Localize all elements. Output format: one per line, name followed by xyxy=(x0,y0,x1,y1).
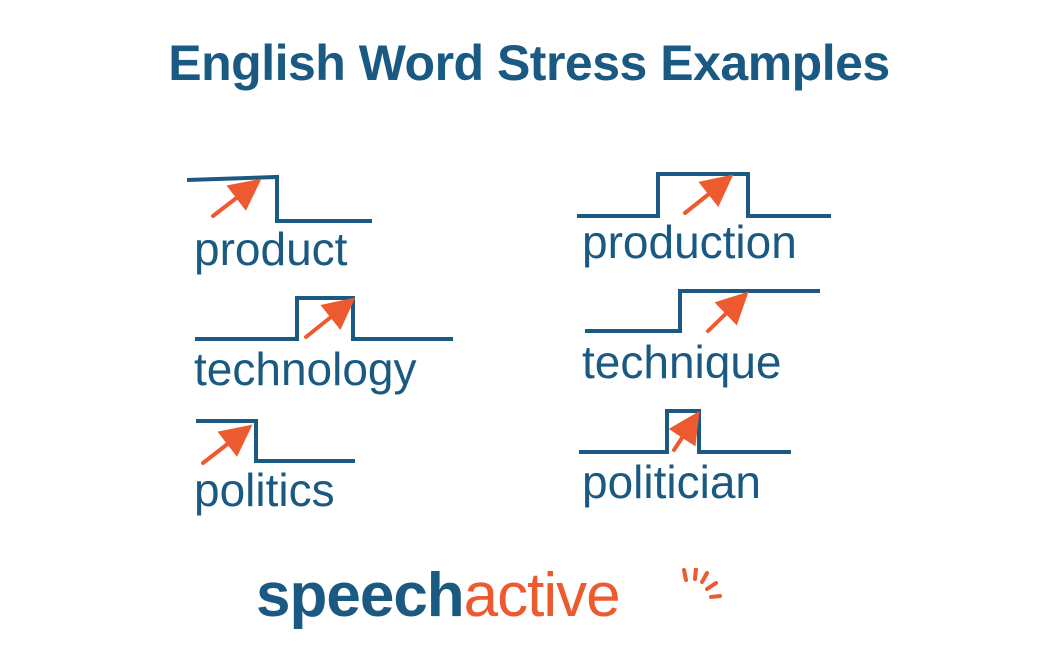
page-title: English Word Stress Examples xyxy=(168,35,890,91)
stress-arrow-icon xyxy=(304,297,356,339)
stress-arrow-icon xyxy=(211,178,262,218)
contour-production xyxy=(577,172,831,218)
word-product: product xyxy=(194,223,348,275)
logo-part-active: active xyxy=(463,561,621,630)
logo-sun-icon xyxy=(682,568,722,599)
stress-arrow-icon xyxy=(706,291,749,333)
word-politics: politics xyxy=(194,464,335,516)
word-technology: technology xyxy=(194,343,417,395)
logo-part-speech: speech xyxy=(256,561,465,630)
stress-arrow-icon xyxy=(683,174,734,215)
contour-politician xyxy=(579,409,791,454)
word-production: production xyxy=(582,216,797,268)
stress-arrow-icon xyxy=(668,410,700,452)
logo: speechactive xyxy=(256,565,621,627)
word-politician: politician xyxy=(582,456,761,508)
word-technique: technique xyxy=(582,336,782,388)
stress-arrow-icon xyxy=(201,424,253,465)
contour-politics xyxy=(196,419,355,465)
contour-technology xyxy=(195,296,453,341)
contour-product xyxy=(186,174,372,223)
contour-technique xyxy=(585,289,820,333)
